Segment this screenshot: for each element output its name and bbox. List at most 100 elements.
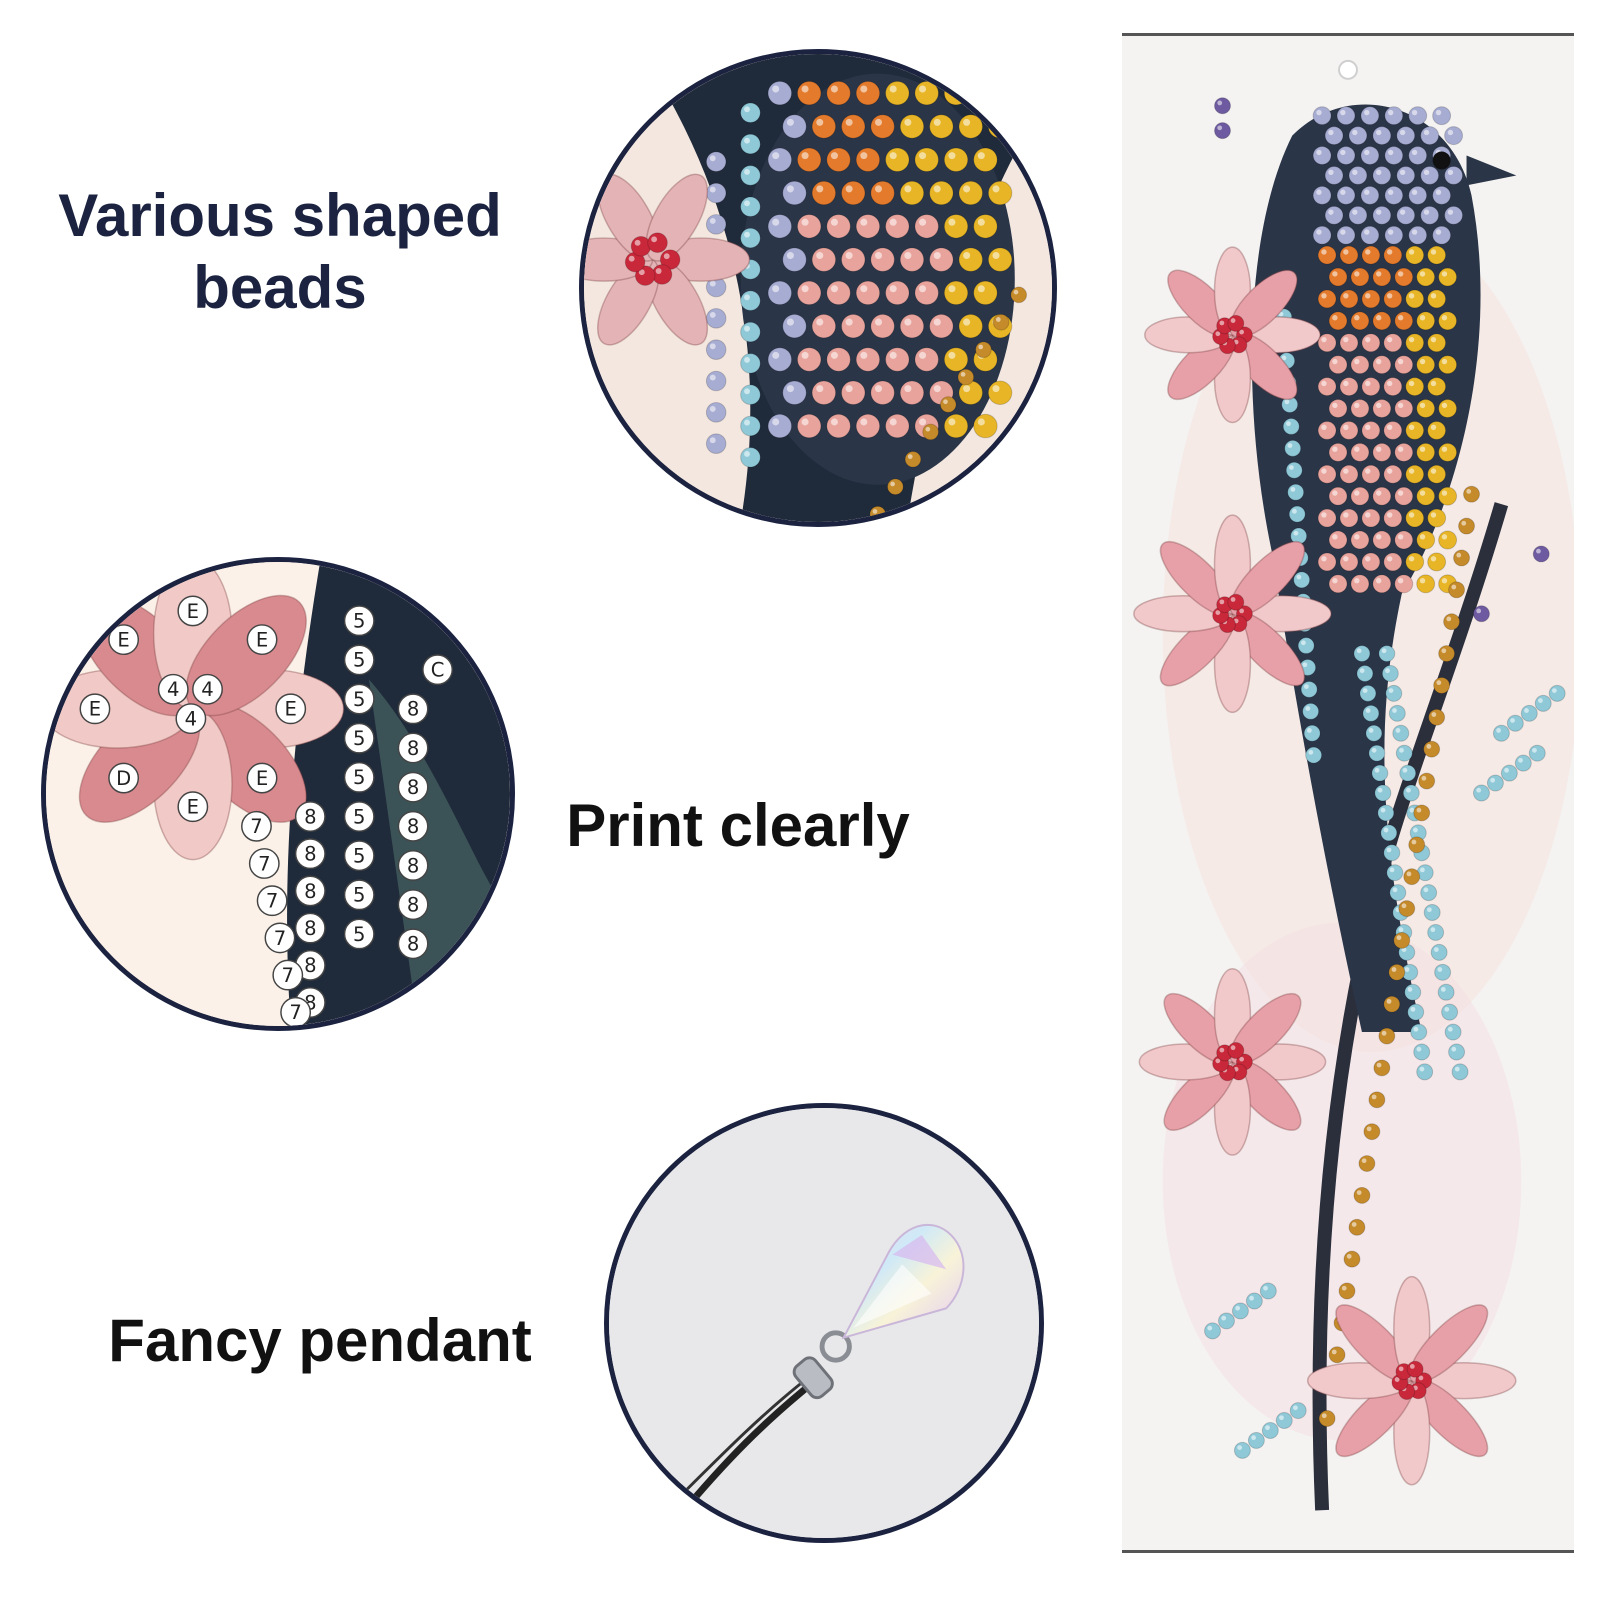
top-bead <box>885 147 910 172</box>
bead-highlight <box>1413 1026 1419 1032</box>
bead-highlight <box>1441 534 1448 540</box>
top-bead <box>811 180 837 206</box>
panel-bead-wing <box>1300 680 1318 698</box>
stem-code-label: 5 <box>353 610 365 633</box>
stem-code-label-dot <box>397 693 429 725</box>
bead-highlight <box>1284 399 1290 405</box>
panel-accent-bead <box>1532 545 1550 563</box>
panel-leaf-bead <box>1289 1402 1307 1420</box>
bead-highlight <box>992 185 1000 193</box>
top-bead-gold <box>939 396 957 413</box>
panel-bead-body <box>1317 377 1337 397</box>
panel-bead-body <box>1361 508 1381 528</box>
bead-highlight <box>948 351 956 359</box>
stem-code-label-dot <box>294 875 326 907</box>
bead-highlight <box>992 251 1000 260</box>
bead-highlight <box>816 118 824 126</box>
bead-highlight <box>1399 209 1406 215</box>
bead-highlight <box>801 218 809 226</box>
bead-highlight <box>963 318 971 326</box>
petal-code-label: E <box>89 698 101 721</box>
center-code-label: 4 <box>185 707 197 730</box>
panel-bead-head <box>1336 146 1356 165</box>
bead-highlight <box>1441 648 1447 654</box>
bead-highlight <box>1408 468 1415 474</box>
panel-bead-body <box>1350 355 1370 375</box>
top-bead <box>958 114 983 139</box>
bead-highlight <box>1332 358 1338 365</box>
panel-bead-head <box>1384 225 1404 245</box>
panel-bead-branch <box>1353 1186 1371 1204</box>
panel-bead-tail <box>1416 1063 1434 1081</box>
panel-bead-body <box>1350 267 1370 287</box>
top-bead <box>899 313 925 339</box>
panel-leaf-bead <box>1506 714 1524 732</box>
panel-flower-center-bead <box>1227 1042 1245 1059</box>
top-bead <box>767 413 793 439</box>
bead-highlight <box>1386 293 1393 299</box>
panel-bead-head <box>1384 146 1404 165</box>
panel-bead-body <box>1372 530 1392 550</box>
bead-highlight <box>1341 1285 1347 1291</box>
bead-highlight <box>977 285 985 293</box>
bead-highlight <box>1380 807 1386 813</box>
bead-highlight <box>919 152 927 160</box>
panel-bead-branch <box>1318 1410 1336 1427</box>
bead-highlight <box>1476 608 1482 614</box>
top-bead-lavender <box>705 308 727 329</box>
panel-bead-body <box>1394 267 1414 287</box>
bead-highlight <box>1340 149 1346 156</box>
panel-bead-body <box>1438 530 1458 550</box>
top-bead <box>841 247 866 272</box>
bead-highlight <box>1343 380 1349 387</box>
panel-leaf-bead <box>1548 684 1566 702</box>
panel-bead-branch <box>1343 1250 1361 1268</box>
stem-code-label-dot <box>343 840 375 872</box>
bead-highlight <box>1397 402 1404 409</box>
panel-bead-body <box>1438 442 1458 462</box>
panel-bead-body <box>1317 464 1337 484</box>
panel-bead-tail <box>1378 645 1396 663</box>
panel-bead-head <box>1408 225 1428 245</box>
bead-highlight <box>1386 380 1393 387</box>
top-bead <box>782 180 807 206</box>
stem-code-label-dot <box>343 879 375 911</box>
panel-bead-branch <box>1378 1027 1396 1045</box>
panel-leaf-bead <box>1259 1282 1277 1300</box>
top-bead <box>885 214 910 239</box>
panel-bead-body <box>1438 399 1458 418</box>
bead-highlight <box>1287 443 1293 448</box>
top-bead <box>841 114 866 139</box>
bead-highlight <box>1419 534 1426 540</box>
bead-highlight <box>1408 336 1415 343</box>
bead-highlight <box>1436 680 1442 686</box>
top-bead <box>767 214 793 239</box>
bead-highlight <box>933 118 941 126</box>
panel-bead-tail <box>1383 844 1401 862</box>
bead-highlight <box>1398 927 1404 933</box>
bead-highlight <box>1352 209 1358 215</box>
bead-highlight <box>744 419 750 426</box>
stem-code-label: 8 <box>407 815 419 838</box>
panel-leaf-bead <box>1520 704 1538 722</box>
bead-highlight <box>1321 556 1327 562</box>
bead-highlight <box>904 318 912 326</box>
panel-bead-body <box>1416 355 1436 375</box>
panel-bead-branch <box>1428 708 1446 726</box>
top-bead <box>987 380 1013 405</box>
panel-bead-body <box>1328 311 1348 331</box>
bead-highlight <box>889 218 897 226</box>
panel-bead-wing <box>1287 483 1305 501</box>
bead-highlight <box>860 85 868 93</box>
panel-bead-branch <box>1453 549 1471 567</box>
panel-leaf-bead <box>1473 784 1490 802</box>
panel-bead-head <box>1396 165 1416 185</box>
panel-leaf-bead <box>1534 694 1552 712</box>
bead-highlight <box>1504 767 1509 773</box>
bead-highlight <box>1331 1349 1337 1355</box>
panel-bead-body <box>1427 245 1447 265</box>
panel-bead-head <box>1360 106 1380 126</box>
stem-code-label-dot <box>248 848 280 879</box>
top-bead <box>885 80 910 106</box>
panel-bead-wing <box>1293 571 1311 589</box>
